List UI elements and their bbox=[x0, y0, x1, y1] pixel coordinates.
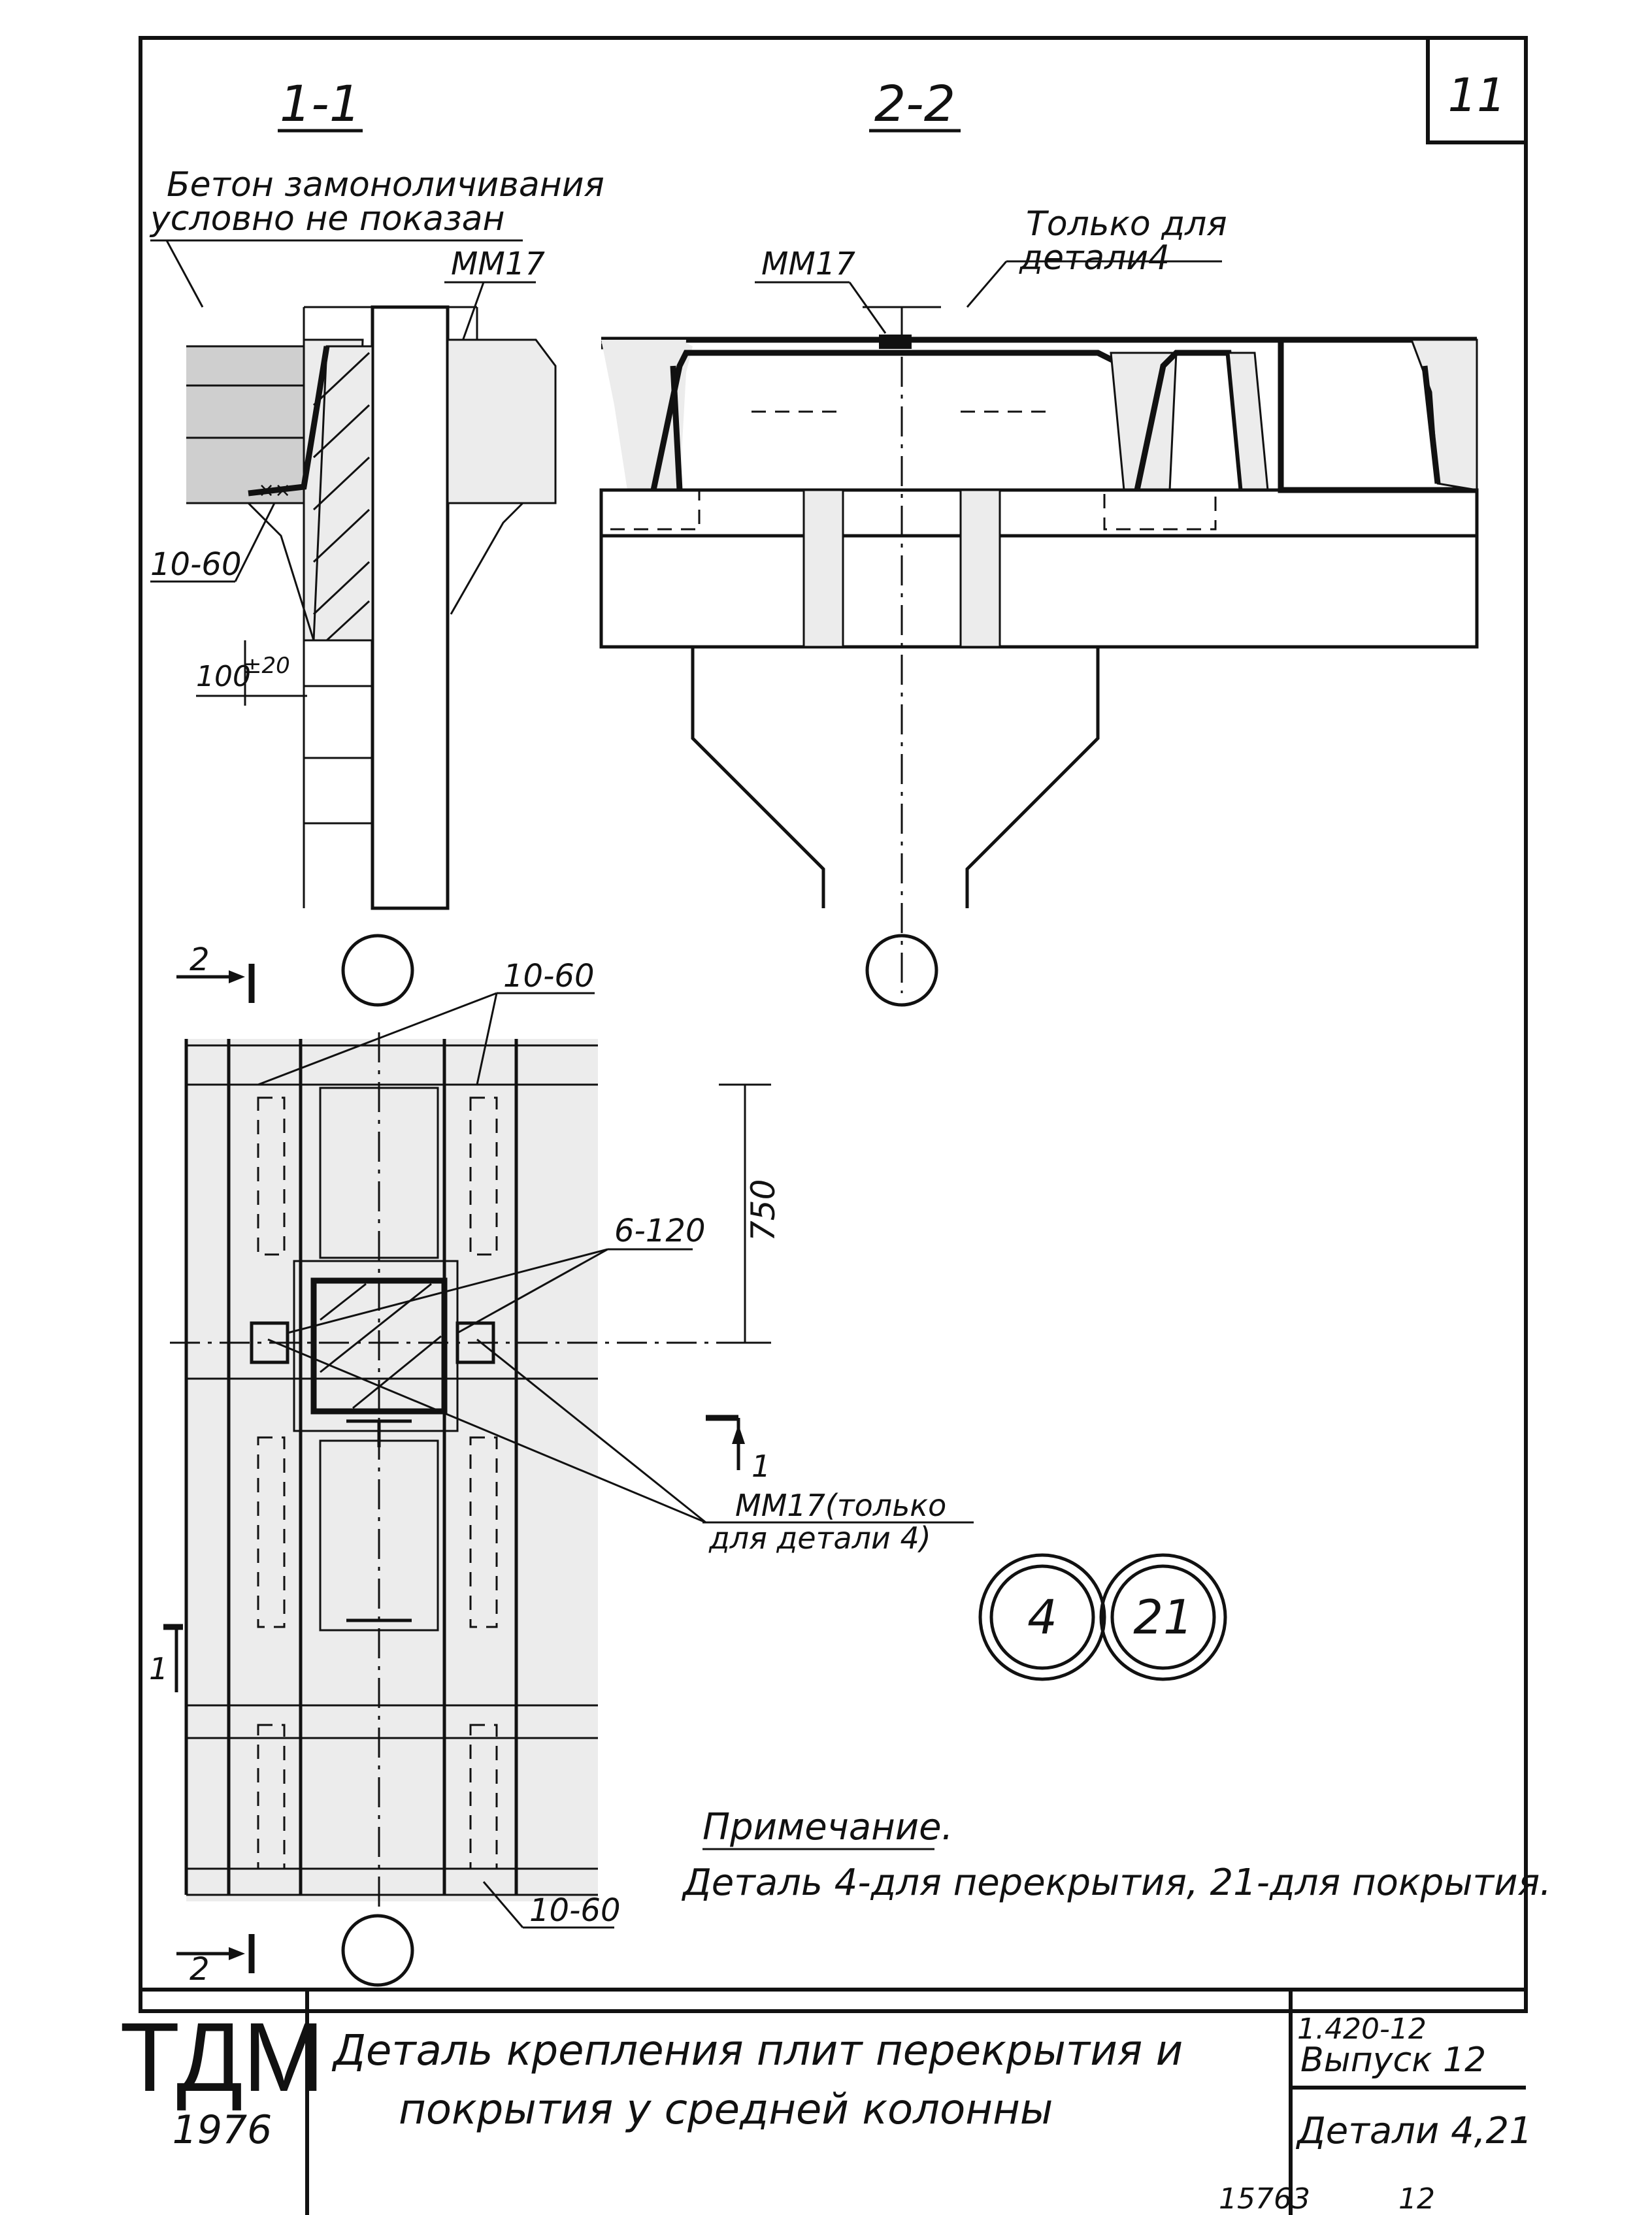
remark-title: Примечание. bbox=[702, 1806, 953, 1848]
detail-marker-21: 21 bbox=[1133, 1590, 1193, 1645]
only-for-line2: детали4 bbox=[1019, 238, 1170, 278]
cut-mark-2-bottom: 2 bbox=[190, 1951, 210, 1988]
section-2-2: 2-2 Только для детали4 ММ17 bbox=[599, 74, 1479, 1007]
bottom-page: 12 bbox=[1398, 2182, 1435, 2215]
plan-view: 2 bbox=[149, 942, 974, 1988]
section-1-1-title: 1-1 bbox=[280, 74, 361, 133]
section-1-1: 1-1 Бетон замоноличивания условно не пок… bbox=[149, 74, 604, 1007]
cut-mark-2-top: 2 bbox=[190, 942, 210, 978]
weld-10-60-a: 10-60 bbox=[150, 546, 241, 583]
detail-markers: 4 21 bbox=[978, 1553, 1227, 1681]
remark: Примечание. Деталь 4-для перекрытия, 21-… bbox=[681, 1806, 1551, 1904]
cut-mark-1-right: 1 bbox=[752, 1449, 770, 1484]
mm17-label-b: ММ17 bbox=[761, 246, 855, 282]
concrete-note-line1: Бетон замоноличивания bbox=[167, 165, 604, 205]
title-block-details: Детали 4,21 bbox=[1295, 2110, 1532, 2152]
title-block-year: 1976 bbox=[173, 2107, 273, 2153]
sheet-frame: 11 bbox=[139, 36, 1528, 2013]
tdm-logo: ТДМ bbox=[120, 2002, 324, 2112]
title-block-series: 1.420-12 bbox=[1297, 2012, 1427, 2046]
mm17-only-line2: для детали 4) bbox=[708, 1520, 931, 1556]
title-line-1: Деталь крепления плит перекрытия и bbox=[331, 2027, 1183, 2075]
dim-100-tolerance: ±20 bbox=[243, 653, 290, 679]
sheet-number: 11 bbox=[1447, 69, 1506, 122]
svg-text:××: ×× bbox=[258, 479, 291, 502]
weld-10-60-b: 10-60 bbox=[503, 958, 594, 994]
remark-text: Деталь 4-для перекрытия, 21-для покрытия… bbox=[681, 1862, 1551, 1904]
weld-6-120: 6-120 bbox=[614, 1213, 705, 1249]
only-for-line1: Только для bbox=[1026, 205, 1227, 244]
concrete-note-line2: условно не показан bbox=[149, 199, 505, 238]
weld-10-60-c: 10-60 bbox=[529, 1892, 620, 1929]
title-block-issue: Выпуск 12 bbox=[1300, 2041, 1486, 2080]
cut-mark-1-left: 1 bbox=[149, 1651, 168, 1686]
title-line-2: покрытия у средней колонны bbox=[399, 2086, 1053, 2134]
section-2-2-title: 2-2 bbox=[874, 74, 955, 133]
mm17-only-line1: ММ17(только bbox=[735, 1488, 946, 1523]
dim-100: 100 bbox=[196, 660, 251, 693]
mm17-label-a: ММ17 bbox=[451, 246, 545, 282]
title-block: ТДМ 1976 Деталь крепления плит перекрыти… bbox=[120, 1988, 1532, 2215]
bottom-code: 15763 bbox=[1219, 2182, 1310, 2215]
dim-750: 750 bbox=[744, 1179, 782, 1241]
detail-marker-4: 4 bbox=[1027, 1590, 1057, 1645]
